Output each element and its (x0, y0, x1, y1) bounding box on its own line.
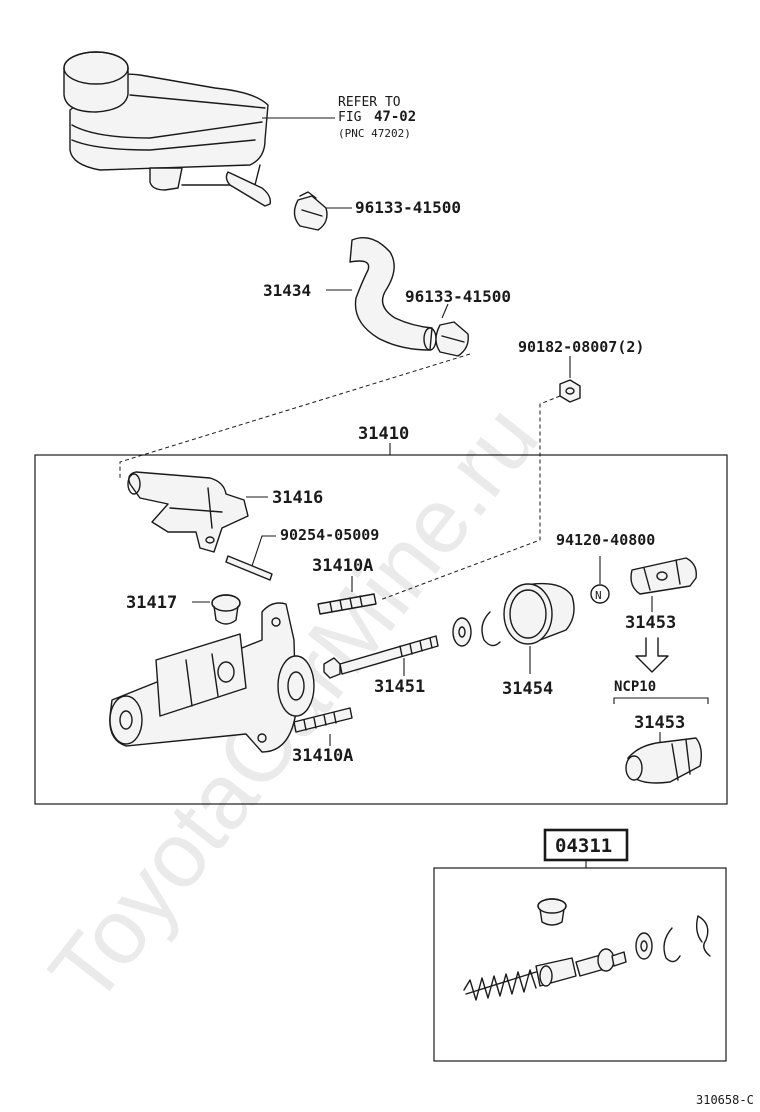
stud-lower-label: 31410A (292, 746, 353, 766)
clevis-ncp-part (625, 737, 703, 784)
kit-clip-part (695, 915, 711, 957)
arrow-down-icon (635, 637, 669, 673)
pin-label: 90254-05009 (280, 526, 379, 544)
ncp-label: NCP10 (614, 679, 656, 695)
pushrod-bolt (323, 635, 439, 679)
reservoir-tank (63, 51, 272, 207)
refer-line2-num: 47-02 (374, 109, 416, 125)
kit-snap-ring-part (663, 927, 681, 963)
washer-part (452, 617, 472, 647)
nut-part (559, 379, 581, 403)
footer-code: 310658-C (696, 1093, 754, 1107)
refer-line2-prefix: FIG (338, 110, 362, 125)
nut-guide-line (379, 395, 561, 601)
n-mark-text: N (595, 589, 602, 602)
hose-label: 31434 (263, 281, 311, 300)
clamp-upper-label: 96133-41500 (355, 198, 461, 217)
refer-line1: REFER TO (338, 95, 401, 110)
kit-piston-spring (463, 948, 627, 1001)
kit-washer-part (635, 932, 653, 960)
assembly-label: 31410 (358, 424, 409, 444)
pin-part (225, 555, 273, 581)
kit-plug-part (537, 898, 567, 926)
ncp-bracket (613, 697, 709, 704)
kit-label: 04311 (555, 835, 612, 857)
snap-ring-part (481, 611, 501, 647)
clevis-ncp-label: 31453 (634, 713, 685, 733)
nut-label: 90182-08007(2) (518, 338, 644, 356)
clip-label: 94120-40800 (556, 531, 655, 549)
pushrod-label: 31451 (374, 677, 425, 697)
assembly-box (34, 454, 728, 805)
boot-label: 31454 (502, 679, 553, 699)
kit-box (433, 867, 727, 1062)
stud-lower (293, 707, 353, 733)
n-mark-circle (590, 584, 610, 604)
clamp-lower-leader (441, 303, 449, 319)
clamp-upper (293, 191, 328, 231)
union-label: 31416 (272, 488, 323, 508)
hose-guide-line (119, 353, 471, 478)
plug-label: 31417 (126, 593, 177, 613)
pin-leader (251, 535, 276, 567)
boot-part (503, 582, 575, 645)
union-part (127, 471, 249, 553)
master-cylinder-body (109, 602, 315, 753)
refer-line3: (PNC 47202) (338, 127, 411, 140)
clamp-lower-label: 96133-41500 (405, 287, 511, 306)
stud-upper-label: 31410A (312, 556, 373, 576)
clamp-lower (435, 321, 469, 357)
stud-upper (317, 593, 377, 615)
clevis-part (630, 557, 697, 595)
plug-part (211, 594, 241, 625)
clevis-label: 31453 (625, 613, 676, 633)
